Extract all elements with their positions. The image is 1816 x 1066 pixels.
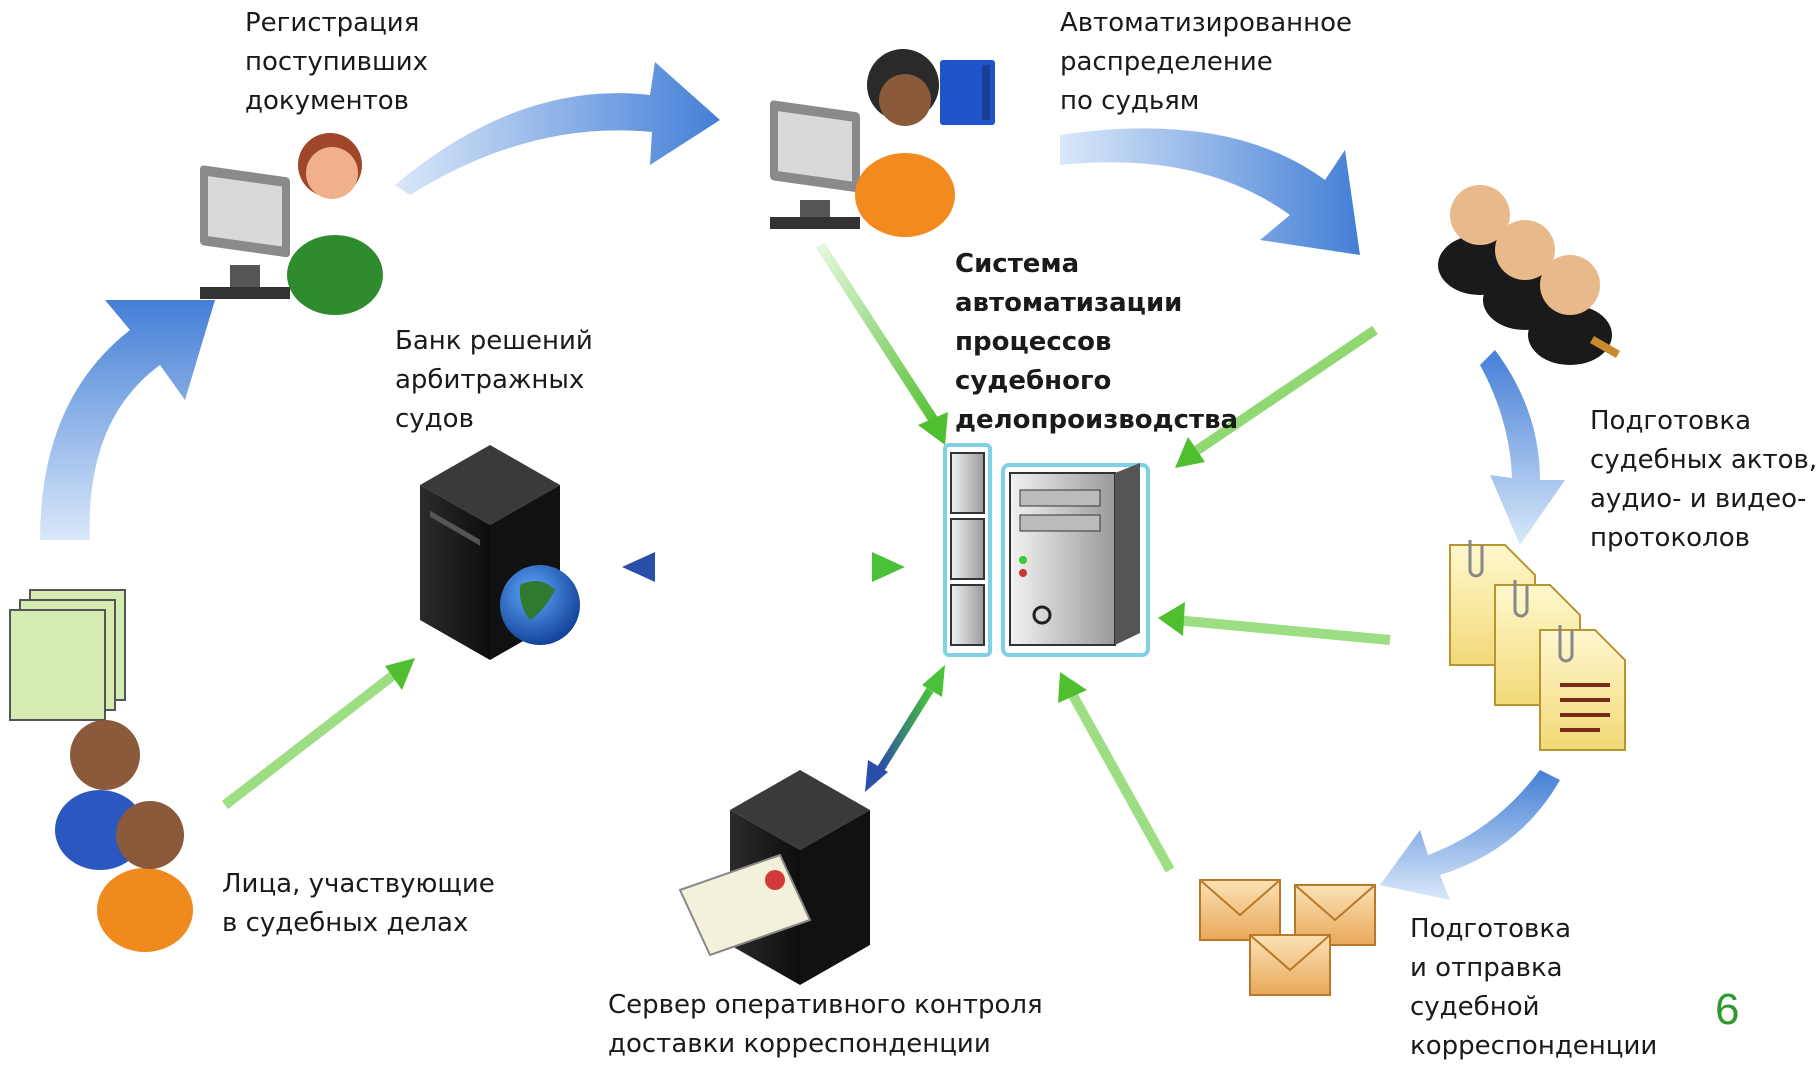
label-line: распределение <box>1060 47 1273 77</box>
label-sending: Подготовка и отправка судебной корреспон… <box>1410 910 1657 1066</box>
label-line: в судебных делах <box>222 908 469 938</box>
judges-icon <box>1438 185 1620 365</box>
flow-arrow-acts-to-sending <box>1380 770 1560 900</box>
label-line: Лица, участвующие <box>222 869 495 899</box>
flow-arrow-participants-to-registration <box>40 300 215 540</box>
label-line: Регистрация <box>245 8 420 38</box>
page-number: 6 <box>1715 985 1740 1034</box>
flow-arrow-distribution-to-judges <box>1060 128 1360 255</box>
label-line: процессов <box>955 327 1112 357</box>
label-bank: Банк решений арбитражных судов <box>395 322 593 439</box>
system-server-icon <box>943 443 1150 657</box>
label-line: документов <box>245 86 409 116</box>
green-arrow-participants-to-bank <box>221 658 415 809</box>
label-line: доставки корреспонденции <box>608 1029 991 1059</box>
double-arrow-bank-system <box>622 552 905 582</box>
people-icon <box>9 589 193 952</box>
server-rack-globe-icon <box>420 445 580 660</box>
label-line: поступивших <box>245 47 429 77</box>
operator-with-folder-icon <box>770 49 995 237</box>
label-line: арбитражных <box>395 365 585 395</box>
label-line: Сервер оперативного контроля <box>608 990 1043 1020</box>
label-line: Подготовка <box>1590 406 1752 436</box>
label-line: Система <box>955 249 1080 279</box>
label-line: делопроизводства <box>955 405 1239 435</box>
label-line: судебного <box>955 366 1112 396</box>
label-registration: Регистрация поступивших документов <box>245 4 428 121</box>
green-arrow-acts-to-system <box>1158 602 1391 645</box>
label-line: и отправка <box>1410 953 1563 983</box>
green-arrow-judges-to-system <box>1175 325 1378 468</box>
label-line: Автоматизированное <box>1060 8 1353 38</box>
label-line: Банк решений <box>395 326 593 356</box>
flow-arrow-judges-to-acts <box>1480 350 1565 545</box>
documents-icon <box>1449 540 1626 751</box>
label-line: протоколов <box>1590 523 1750 553</box>
mail-server-icon <box>678 770 870 985</box>
label-delivery-server: Сервер оперативного контроля доставки ко… <box>608 986 1043 1064</box>
label-line: по судьям <box>1060 86 1200 116</box>
clerk-at-computer-icon <box>200 133 383 315</box>
label-participants: Лица, участвующие в судебных делах <box>222 865 495 943</box>
label-line: аудио- и видео- <box>1590 484 1807 514</box>
green-arrow-sending-to-system <box>1058 672 1175 873</box>
label-acts: Подготовка судебных актов, аудио- и виде… <box>1590 402 1816 558</box>
green-arrow-distribution-to-system <box>815 242 948 445</box>
flow-arrow-registration-to-distribution <box>395 62 720 195</box>
label-line: Подготовка <box>1410 914 1572 944</box>
double-arrow-system-delivery-server <box>865 665 945 792</box>
envelopes-icon <box>1199 879 1376 996</box>
label-system: Система автоматизации процессов судебног… <box>955 245 1238 440</box>
label-line: автоматизации <box>955 288 1183 318</box>
label-line: судебных актов, <box>1590 445 1816 475</box>
label-line: судебной <box>1410 992 1540 1022</box>
label-distribution: Автоматизированное распределение по судь… <box>1060 4 1352 121</box>
label-line: судов <box>395 404 474 434</box>
label-line: корреспонденции <box>1410 1031 1658 1061</box>
